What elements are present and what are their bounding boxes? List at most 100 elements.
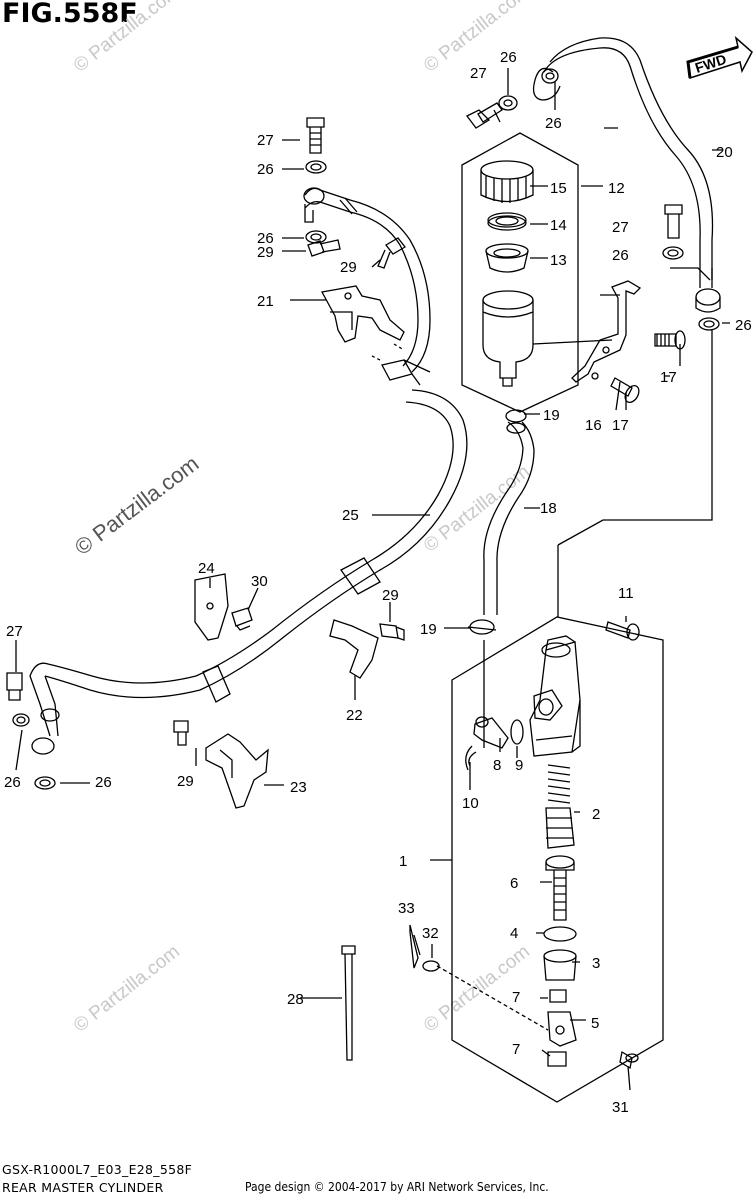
callout: 32	[422, 925, 439, 942]
callout: 26	[545, 115, 562, 132]
figure-title: FIG.558F	[2, 0, 138, 29]
callout: 26	[257, 161, 274, 178]
callout: 28	[287, 991, 304, 1008]
cable-tie-icon	[341, 945, 356, 1061]
callout: 5	[591, 1015, 599, 1032]
callout: 31	[612, 1099, 629, 1116]
reservoir-hose-icon	[483, 409, 535, 615]
bolt-icon	[307, 239, 341, 257]
reservoir-tank-icon	[482, 290, 534, 387]
callout: 2	[592, 806, 600, 823]
assembly-name: REAR MASTER CYLINDER	[2, 1180, 164, 1195]
callout: 4	[510, 925, 518, 942]
hose-bracket-icon	[329, 619, 379, 679]
bolt-icon	[605, 621, 640, 641]
banjo-bolt-icon	[6, 672, 23, 701]
push-rod-icon	[545, 855, 575, 921]
master-cylinder-assembly-box	[451, 616, 664, 1103]
hose-bracket-icon	[194, 573, 229, 641]
washer-icon	[12, 713, 30, 727]
callout: 33	[398, 900, 415, 917]
reservoir-plate-icon	[487, 212, 527, 231]
callout: 24	[198, 560, 215, 577]
hose-clamp-icon	[467, 619, 497, 635]
circlip-icon	[543, 926, 577, 942]
washer-icon	[698, 317, 720, 331]
callout: 10	[462, 795, 479, 812]
callout: 27	[612, 219, 629, 236]
callout: 17	[660, 369, 677, 386]
callout: 21	[257, 293, 274, 310]
callout: 9	[515, 757, 523, 774]
forward-arrow-icon	[686, 35, 753, 79]
banjo-bolt-icon	[306, 117, 325, 154]
copyright-notice: Page design © 2004-2017 by ARI Network S…	[245, 1180, 549, 1194]
washer-icon	[662, 246, 684, 260]
reservoir-hose-icon	[532, 37, 721, 313]
callout: 29	[257, 244, 274, 261]
nut-icon	[549, 989, 567, 1003]
bolt-icon	[610, 377, 640, 404]
banjo-fitting-icon	[29, 662, 60, 755]
callout: 25	[342, 507, 359, 524]
callout: 26	[500, 49, 517, 66]
callout: 20	[716, 144, 733, 161]
callout: 29	[340, 259, 357, 276]
callout: 22	[346, 707, 363, 724]
callout: 29	[177, 773, 194, 790]
callout: 23	[290, 779, 307, 796]
bolt-icon	[231, 607, 253, 631]
callout: 14	[550, 217, 567, 234]
hose-bracket-icon	[205, 733, 269, 809]
pin-icon	[619, 1050, 639, 1070]
callout: 12	[608, 180, 625, 197]
callout: 18	[540, 500, 557, 517]
callout: 26	[612, 247, 629, 264]
callout: 19	[420, 621, 437, 638]
callout: 29	[382, 587, 399, 604]
hose-junction-icon	[381, 359, 431, 386]
callout: 11	[618, 585, 634, 602]
reservoir-diaphragm-icon	[485, 243, 529, 273]
brake-hose-icon	[303, 187, 431, 373]
callout: 27	[470, 65, 487, 82]
callout: 27	[6, 623, 23, 640]
reservoir-assembly-box	[461, 132, 579, 413]
o-ring-icon	[510, 719, 524, 745]
washer-icon	[541, 68, 559, 84]
piston-spring-icon	[545, 764, 575, 849]
washer-icon	[498, 95, 518, 111]
boot-icon	[543, 949, 577, 981]
callout: 1	[399, 853, 407, 870]
callout: 3	[592, 955, 600, 972]
washer-icon	[305, 230, 327, 244]
banjo-bolt-icon	[664, 204, 683, 239]
bolt-icon	[173, 720, 189, 746]
washer-icon	[34, 776, 56, 790]
callout: 26	[257, 230, 274, 247]
cotter-pin-icon	[409, 924, 419, 969]
bolt-icon	[379, 623, 405, 641]
clevis-icon	[547, 1011, 577, 1047]
model-code: GSX-R1000L7_E03_E28_558F	[2, 1162, 193, 1177]
callout: 30	[251, 573, 268, 590]
master-cylinder-body-icon	[529, 635, 581, 757]
guide-line	[557, 330, 713, 546]
guide-line	[436, 965, 549, 1031]
callout: 13	[550, 252, 567, 269]
brake-hose-icon	[44, 389, 468, 703]
callout: 26	[735, 317, 752, 334]
banjo-bolt-icon	[466, 102, 503, 129]
callout: 15	[550, 180, 567, 197]
callout: 26	[95, 774, 112, 791]
inlet-fitting-icon	[473, 716, 509, 749]
part-callouts: 1 2 3 4 5 6 7 7 8 9 10 11 12 13 14 15 16…	[4, 49, 752, 1116]
callout: 26	[4, 774, 21, 791]
callout: 8	[493, 757, 501, 774]
callout: 17	[612, 417, 629, 434]
reservoir-bracket-icon	[571, 280, 642, 383]
nut-icon	[547, 1051, 567, 1067]
circlip-icon	[465, 745, 477, 771]
callout: 16	[585, 417, 602, 434]
